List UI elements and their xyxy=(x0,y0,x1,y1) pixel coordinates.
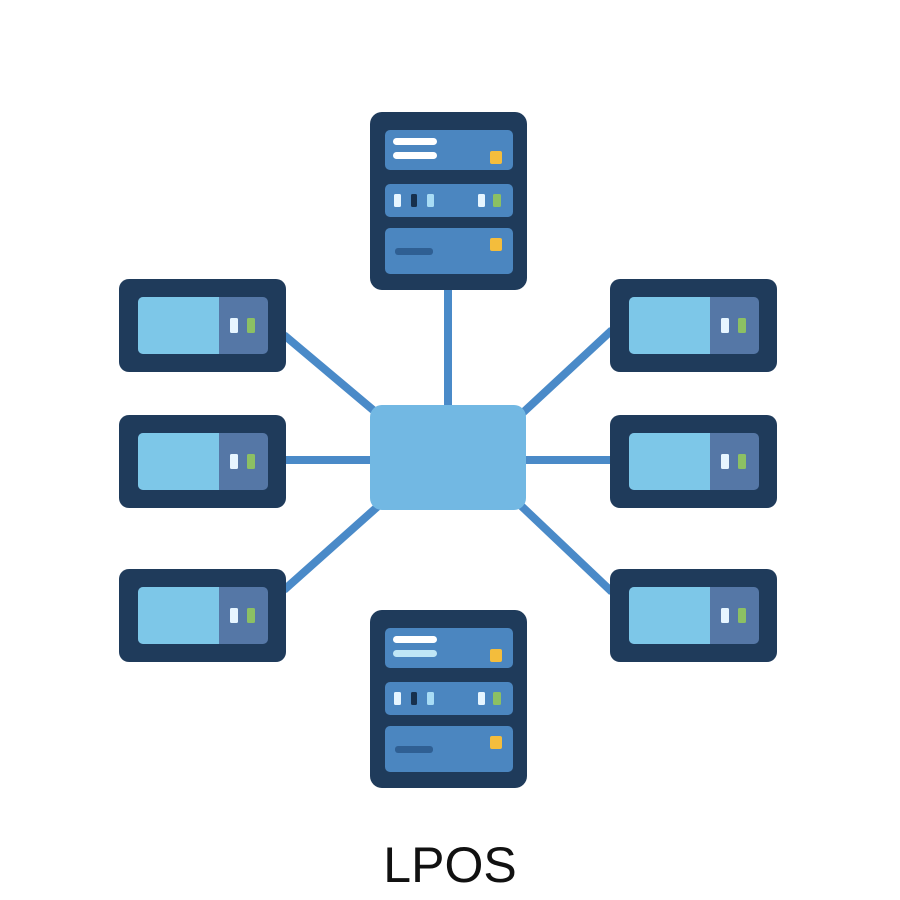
server-line xyxy=(393,636,437,643)
led-icon xyxy=(247,454,255,469)
server-slot xyxy=(385,726,513,772)
status-led-icon xyxy=(490,736,502,749)
client-right-2 xyxy=(610,415,777,508)
server-line xyxy=(393,138,437,145)
led-icon xyxy=(721,608,729,623)
led-icon xyxy=(411,194,417,207)
led-icon xyxy=(493,194,501,207)
server-slot xyxy=(385,228,513,274)
led-icon xyxy=(493,692,501,705)
led-icon xyxy=(738,318,746,333)
led-icon xyxy=(411,692,417,705)
server-line xyxy=(393,650,437,657)
led-icon xyxy=(394,692,401,705)
led-icon xyxy=(478,194,485,207)
client-screen xyxy=(629,297,710,354)
led-icon xyxy=(721,454,729,469)
server-top xyxy=(370,112,527,290)
client-screen xyxy=(138,297,219,354)
client-screen xyxy=(138,587,219,644)
server-bottom xyxy=(370,610,527,788)
led-icon xyxy=(230,318,238,333)
diagram-caption: LPOS xyxy=(383,837,517,893)
status-led-icon xyxy=(490,238,502,251)
led-icon xyxy=(247,318,255,333)
client-right-1 xyxy=(610,279,777,372)
server-slot xyxy=(385,184,513,217)
led-icon xyxy=(394,194,401,207)
client-screen xyxy=(629,433,710,490)
client-left-2 xyxy=(119,415,286,508)
link-client-right-3 xyxy=(512,497,615,595)
led-icon xyxy=(230,454,238,469)
led-icon xyxy=(478,692,485,705)
link-client-right-1 xyxy=(512,327,615,423)
hub xyxy=(370,405,526,510)
led-icon xyxy=(427,692,434,705)
status-led-icon xyxy=(490,649,502,662)
led-icon xyxy=(738,608,746,623)
client-screen xyxy=(629,587,710,644)
client-right-3 xyxy=(610,569,777,662)
client-left-1 xyxy=(119,279,286,372)
server-line xyxy=(395,248,433,255)
client-left-3 xyxy=(119,569,286,662)
server-line xyxy=(395,746,433,753)
led-icon xyxy=(721,318,729,333)
server-slot xyxy=(385,682,513,715)
status-led-icon xyxy=(490,151,502,164)
client-screen xyxy=(138,433,219,490)
link-client-left-1 xyxy=(281,331,388,424)
led-icon xyxy=(230,608,238,623)
led-icon xyxy=(247,608,255,623)
led-icon xyxy=(427,194,434,207)
links xyxy=(281,290,615,595)
server-line xyxy=(393,152,437,159)
led-icon xyxy=(738,454,746,469)
link-client-left-3 xyxy=(281,497,388,593)
